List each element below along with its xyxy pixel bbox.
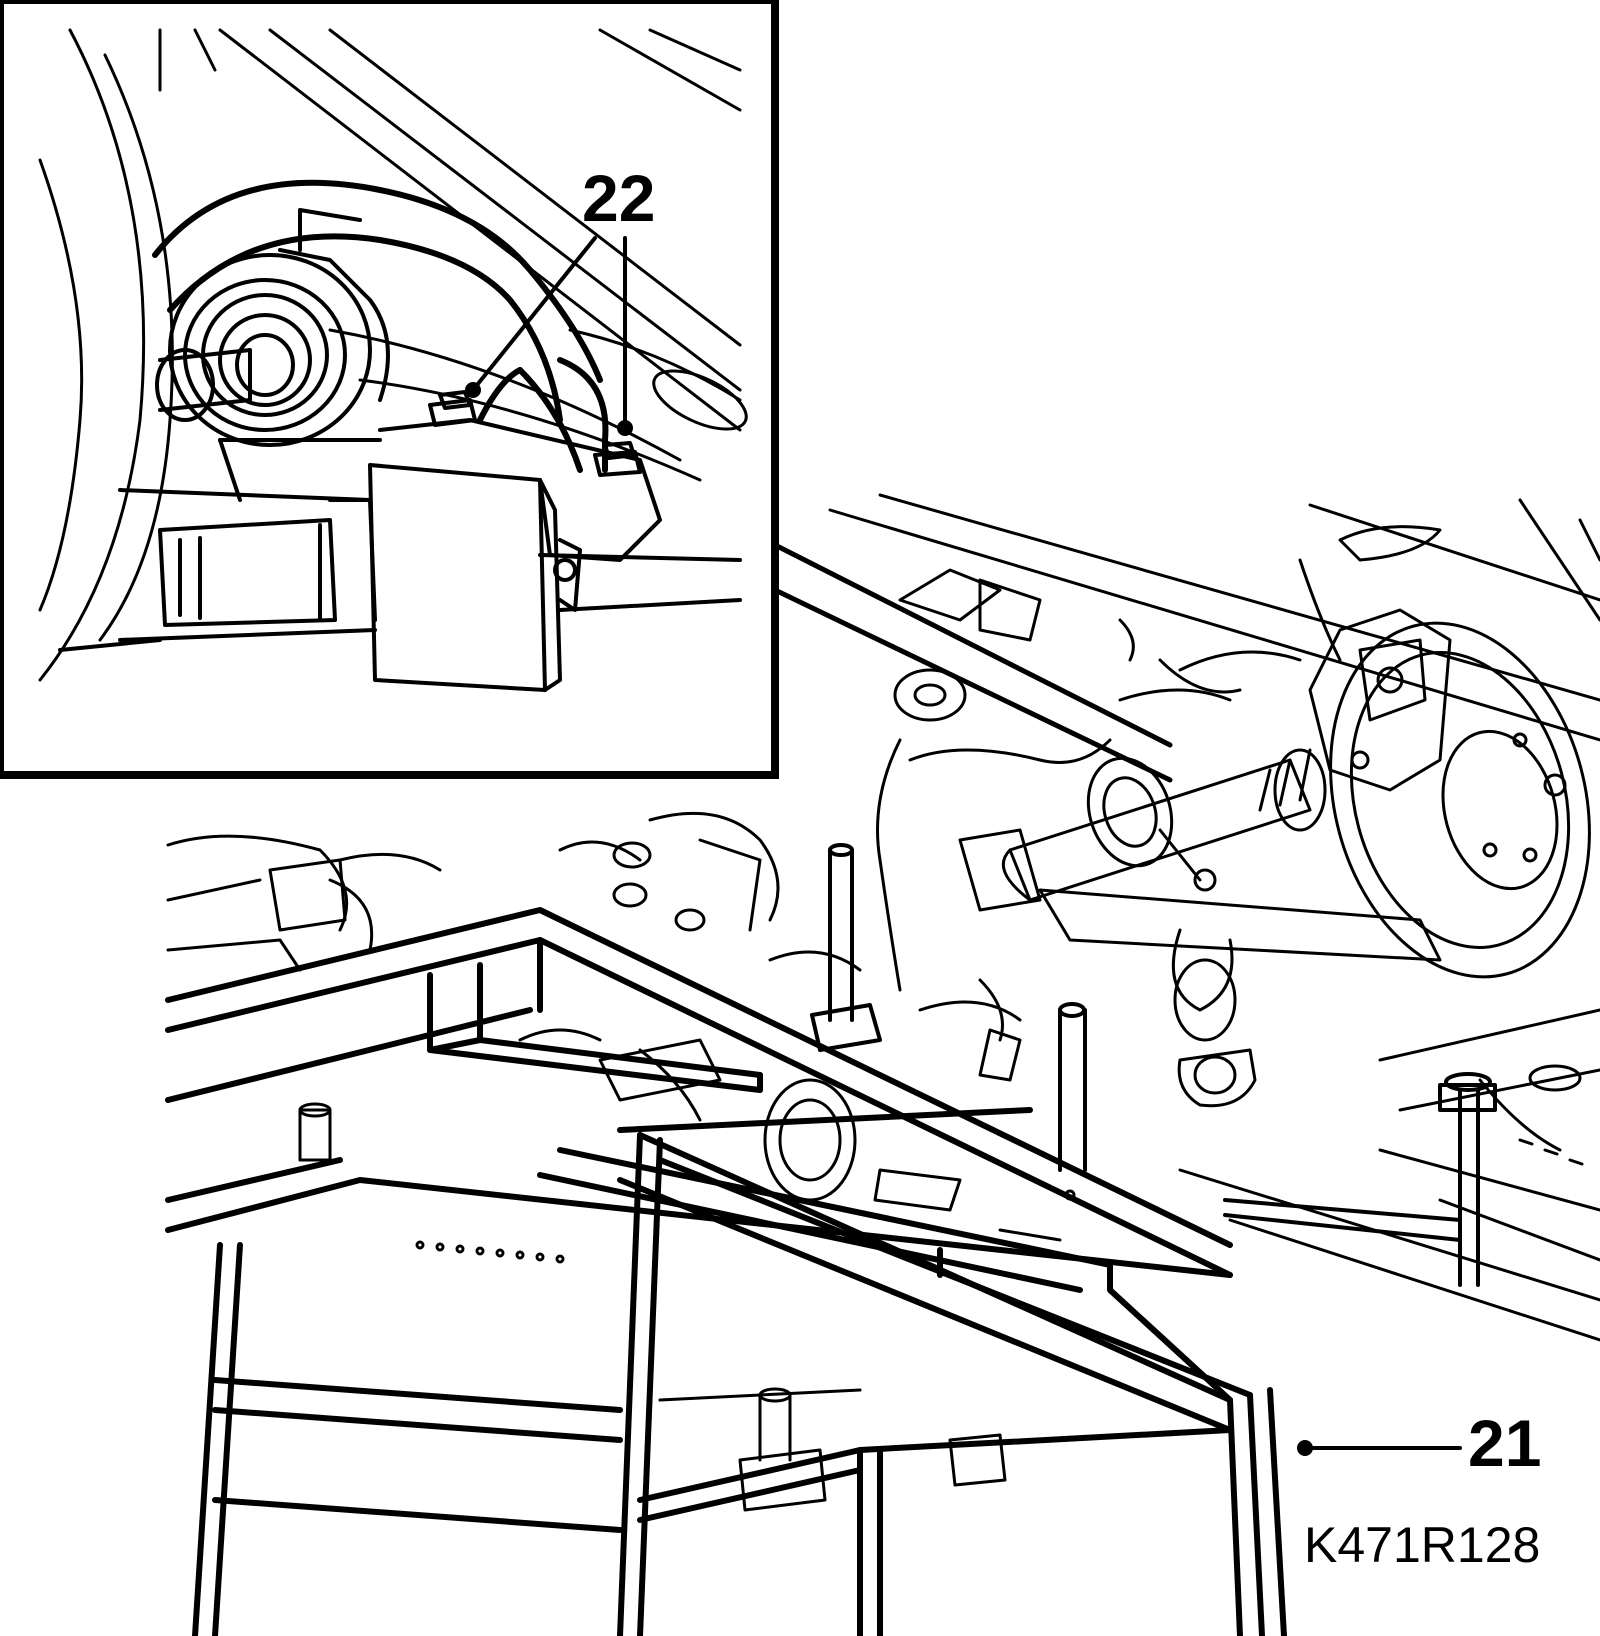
support-posts xyxy=(810,843,1497,1287)
workbench-frame xyxy=(165,907,1287,1636)
inset-body-panels xyxy=(158,28,748,482)
callout-21-label: 21 xyxy=(1468,1406,1542,1480)
vehicle-underbody xyxy=(828,493,1600,1342)
inset-detail xyxy=(0,0,779,779)
figure-code: K471R128 xyxy=(1304,1517,1541,1573)
inset-leader-line xyxy=(772,542,1173,783)
inset-cv-joint xyxy=(155,208,390,447)
callout-22-dot-right xyxy=(617,420,633,436)
main-scene xyxy=(165,493,1600,1636)
callout-22-leaders xyxy=(471,236,627,426)
inset-nuts xyxy=(428,390,642,477)
background-machinery xyxy=(166,811,1022,1202)
inset-border xyxy=(0,0,779,779)
callout-22-label: 22 xyxy=(582,161,656,235)
inset-mount-bracket xyxy=(58,418,742,692)
callout-22-dot-left xyxy=(465,382,481,398)
callout-21-leader xyxy=(1297,1440,1462,1456)
inset-wheel-arch xyxy=(38,28,174,682)
inset-hose xyxy=(152,179,609,473)
frame-clamps xyxy=(298,1102,1076,1512)
axle-assembly xyxy=(876,568,1591,1108)
